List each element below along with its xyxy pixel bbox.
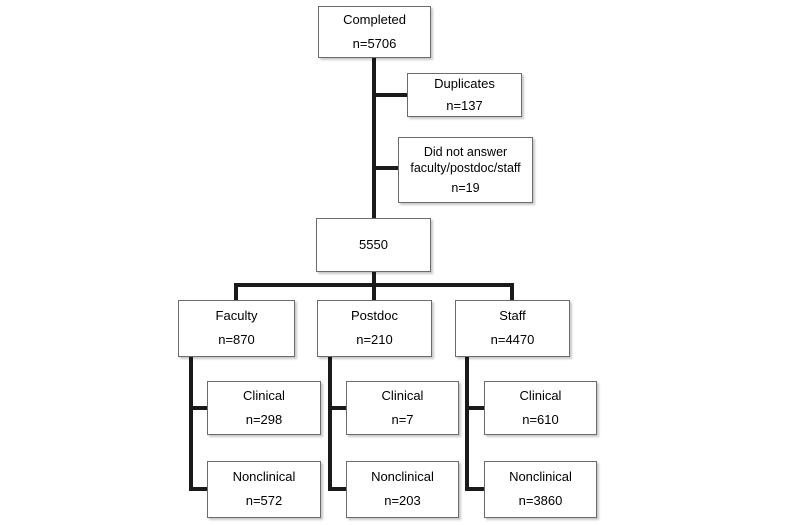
node-faculty: Faculty n=870 bbox=[178, 300, 295, 357]
node-label: Completed bbox=[343, 11, 406, 27]
node-duplicates: Duplicates n=137 bbox=[407, 73, 522, 117]
node-label: Postdoc bbox=[351, 308, 398, 324]
connector-stub-faculty-clinical bbox=[189, 406, 207, 410]
node-staff-clinical: Clinical n=610 bbox=[484, 381, 597, 435]
node-postdoc-clinical: Clinical n=7 bbox=[346, 381, 459, 435]
node-staff-nonclinical: Nonclinical n=3860 bbox=[484, 461, 597, 518]
node-did-not-answer: Did not answer faculty/postdoc/staff n=1… bbox=[398, 137, 533, 203]
node-count: n=298 bbox=[245, 411, 283, 427]
connector-stub-staff-nonclinical bbox=[465, 487, 484, 491]
node-count: n=7 bbox=[391, 411, 414, 427]
node-count: n=4470 bbox=[490, 332, 535, 347]
connector-elbow-faculty bbox=[189, 357, 193, 491]
node-postdoc-nonclinical: Nonclinical n=203 bbox=[346, 461, 459, 518]
node-count: n=203 bbox=[384, 493, 421, 508]
node-count: n=870 bbox=[218, 332, 255, 347]
node-label: Duplicates bbox=[434, 75, 495, 91]
connector-stub-duplicates bbox=[374, 93, 407, 97]
node-count: 5550 bbox=[359, 236, 388, 252]
connector-spine-top bbox=[372, 58, 376, 218]
node-count: n=610 bbox=[522, 411, 559, 427]
connector-branch-horizontal bbox=[234, 283, 514, 287]
node-count: n=3860 bbox=[518, 493, 563, 508]
node-label: Nonclinical bbox=[232, 469, 296, 485]
node-label: Staff bbox=[499, 308, 526, 324]
connector-elbow-staff bbox=[465, 357, 469, 491]
connector-stub-no-answer bbox=[374, 166, 398, 170]
node-label: Clinical bbox=[519, 387, 562, 403]
connector-elbow-postdoc bbox=[328, 357, 332, 491]
node-completed: Completed n=5706 bbox=[318, 6, 431, 58]
node-total-5550: 5550 bbox=[316, 218, 431, 272]
node-postdoc: Postdoc n=210 bbox=[317, 300, 432, 357]
connector-drop-staff bbox=[510, 283, 514, 300]
node-count: n=5706 bbox=[352, 35, 397, 51]
connector-stub-faculty-nonclinical bbox=[189, 487, 207, 491]
node-staff: Staff n=4470 bbox=[455, 300, 570, 357]
connector-drop-faculty bbox=[234, 283, 238, 300]
node-count: n=137 bbox=[446, 97, 483, 113]
node-count: n=210 bbox=[356, 332, 393, 347]
connector-stub-postdoc-clinical bbox=[328, 406, 346, 410]
node-label: Faculty bbox=[215, 308, 258, 324]
node-faculty-nonclinical: Nonclinical n=572 bbox=[207, 461, 321, 518]
node-faculty-clinical: Clinical n=298 bbox=[207, 381, 321, 435]
connector-stub-staff-clinical bbox=[465, 406, 484, 410]
connector-stub-postdoc-nonclinical bbox=[328, 487, 346, 491]
node-count: n=19 bbox=[451, 180, 480, 195]
node-label: Nonclinical bbox=[371, 469, 434, 485]
node-label: Did not answer faculty/postdoc/staff bbox=[410, 145, 521, 176]
node-label: Nonclinical bbox=[509, 469, 572, 485]
node-label: Clinical bbox=[243, 387, 285, 403]
node-count: n=572 bbox=[245, 493, 283, 508]
node-label: Clinical bbox=[381, 387, 424, 403]
